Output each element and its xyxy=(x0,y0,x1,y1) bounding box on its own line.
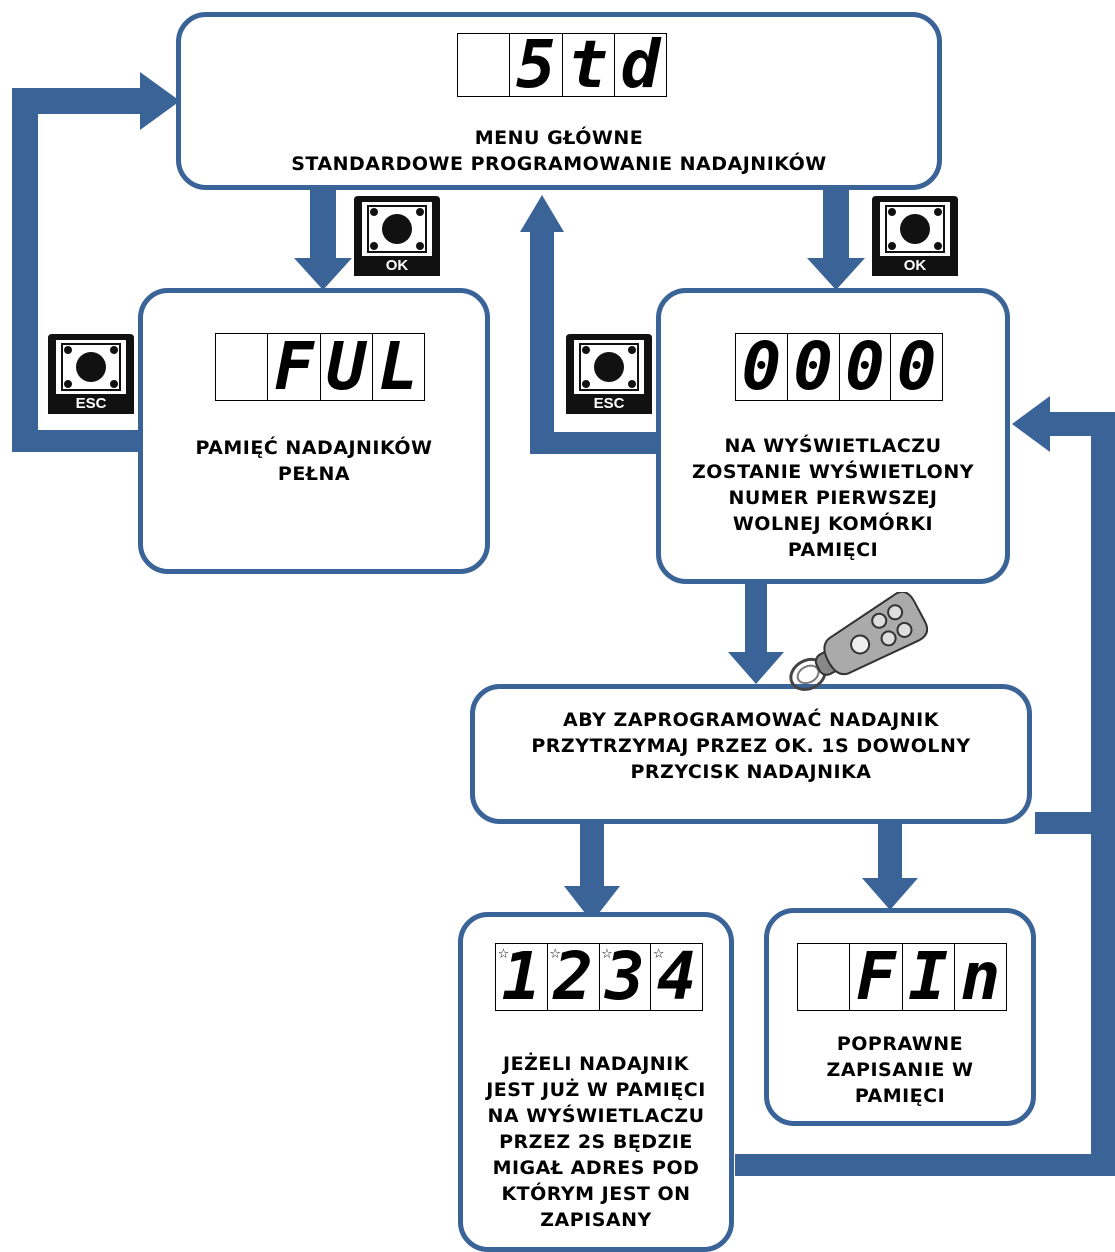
esc-button: ESC xyxy=(48,334,134,414)
saved-ok-box: F I n POPRAWNE ZAPISANIE W PAMIĘCI xyxy=(764,908,1036,1126)
display-digit: L xyxy=(378,328,419,405)
star-icon: ☆ xyxy=(549,942,561,963)
ok-button: OK xyxy=(872,196,958,276)
push-button-icon xyxy=(566,334,652,414)
esc-label: ESC xyxy=(75,395,107,412)
display-digit: t xyxy=(563,32,615,98)
star-icon: ☆ xyxy=(498,942,509,963)
segment-display: 0 0 0 0 xyxy=(735,333,943,401)
program-step-label: ABY ZAPROGRAMOWAĆ NADAJNIK PRZYTRZYMAJ P… xyxy=(531,709,971,783)
display-digit: F xyxy=(268,334,321,400)
star-icon: ☆ xyxy=(653,942,665,963)
ok-label: OK xyxy=(903,257,927,274)
display-digit: 0 xyxy=(840,334,892,400)
already-stored-label: JEŻELI NADAJNIK JEST JUŻ W PAMIĘCI NA WY… xyxy=(486,1053,706,1231)
free-cell-label: NA WYŚWIETLACZU ZOSTANIE WYŚWIETLONY NUM… xyxy=(692,435,974,561)
display-digit: I xyxy=(903,944,955,1010)
push-button-icon xyxy=(48,334,134,414)
star-icon: ☆ xyxy=(601,942,613,963)
display-digit: ☆ 2 xyxy=(548,944,600,1010)
display-digit: 0 xyxy=(736,334,788,400)
display-digit: 5 xyxy=(510,32,563,98)
display-digit xyxy=(216,334,269,400)
esc-button: ESC xyxy=(566,334,652,414)
already-stored-box: ☆ 1 ☆ 2 ☆ 3 ☆ 4 JEŻELI NADAJNIK JEST JUŻ… xyxy=(458,912,734,1252)
segment-display: F U L xyxy=(215,333,425,401)
memory-full-box: F U L PAMIĘĆ NADAJNIKÓW PEŁNA xyxy=(138,288,490,574)
display-digit: ☆ 1 xyxy=(496,944,548,1010)
free-cell-box: 0 0 0 0 NA WYŚWIETLACZU ZOSTANIE WYŚWIET… xyxy=(656,288,1010,584)
display-digit: ☆ 4 xyxy=(653,938,697,1015)
program-step-box: ABY ZAPROGRAMOWAĆ NADAJNIK PRZYTRZYMAJ P… xyxy=(470,684,1032,824)
push-button-icon xyxy=(872,196,958,276)
segment-display: ☆ 1 ☆ 2 ☆ 3 ☆ 4 xyxy=(495,943,703,1011)
display-digit xyxy=(798,944,851,1010)
main-menu-label: MENU GŁÓWNE STANDARDOWE PROGRAMOWANIE NA… xyxy=(291,127,827,175)
ok-button: OK xyxy=(354,196,440,276)
segment-display: 5 t d xyxy=(457,26,667,103)
display-digit: F xyxy=(850,944,903,1010)
display-digit: ☆ 3 xyxy=(600,944,652,1010)
display-digit: d xyxy=(620,26,661,103)
display-digit xyxy=(458,34,511,96)
push-button-icon xyxy=(354,196,440,276)
remote-control-icon xyxy=(776,590,929,696)
ok-label: OK xyxy=(385,257,409,274)
display-digit: 0 xyxy=(896,328,937,405)
esc-label: ESC xyxy=(593,395,625,412)
display-digit: 0 xyxy=(788,334,840,400)
segment-display: F I n xyxy=(797,943,1007,1011)
main-menu-box: 5 t d MENU GŁÓWNE STANDARDOWE PROGRAMOWA… xyxy=(176,12,942,190)
display-digit: U xyxy=(321,334,373,400)
display-digit: n xyxy=(960,938,1001,1015)
memory-full-label: PAMIĘĆ NADAJNIKÓW PEŁNA xyxy=(195,437,433,485)
saved-ok-label: POPRAWNE ZAPISANIE W PAMIĘCI xyxy=(826,1033,974,1107)
